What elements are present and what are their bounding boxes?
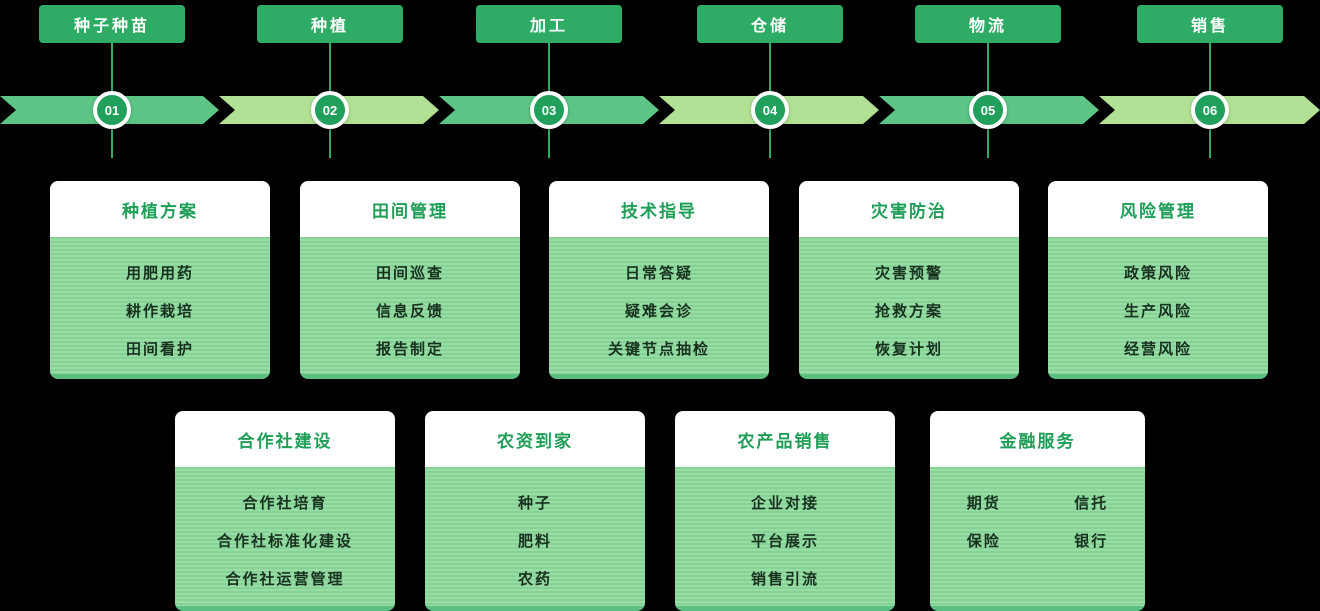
card-item: 保险 <box>966 532 1001 550</box>
card-item: 销售引流 <box>750 570 819 588</box>
station-06: 06 <box>1191 91 1229 129</box>
card-body: 企业对接 平台展示 销售引流 <box>675 467 895 611</box>
card-item: 田间巡查 <box>375 264 444 282</box>
card-title: 灾害防治 <box>799 181 1019 237</box>
card-item: 信托 <box>1074 494 1109 512</box>
stage-connector-top <box>987 43 989 96</box>
card-item: 日常答疑 <box>624 264 693 282</box>
station-03: 03 <box>530 91 568 129</box>
card-field-management: 田间管理 田间巡查 信息反馈 报告制定 <box>300 181 520 379</box>
card-title: 风险管理 <box>1048 181 1268 237</box>
card-disaster-prevention: 灾害防治 灾害预警 抢救方案 恢复计划 <box>799 181 1019 379</box>
stage-pill-storage: 仓储 <box>697 5 843 43</box>
card-body: 田间巡查 信息反馈 报告制定 <box>300 237 520 379</box>
card-item: 农药 <box>517 570 552 588</box>
card-item: 抢救方案 <box>874 302 943 320</box>
card-item: 生产风险 <box>1123 302 1192 320</box>
card-item: 肥料 <box>517 532 552 550</box>
card-item: 用肥用药 <box>125 264 194 282</box>
stage-connector-top <box>111 43 113 96</box>
card-item: 种子 <box>517 494 552 512</box>
station-05: 05 <box>969 91 1007 129</box>
stage-connector-bottom <box>111 129 113 158</box>
stage-pill-planting: 种植 <box>257 5 403 43</box>
card-item: 耕作栽培 <box>125 302 194 320</box>
card-title: 金融服务 <box>930 411 1145 467</box>
card-item: 经营风险 <box>1123 340 1192 358</box>
card-body: 灾害预警 抢救方案 恢复计划 <box>799 237 1019 379</box>
card-title: 种植方案 <box>50 181 270 237</box>
stage-connector-top <box>329 43 331 96</box>
stage-connector-bottom <box>548 129 550 158</box>
stage-connector-bottom <box>1209 129 1211 158</box>
card-body: 日常答疑 疑难会诊 关键节点抽检 <box>549 237 769 379</box>
card-item: 平台展示 <box>750 532 819 550</box>
station-04: 04 <box>751 91 789 129</box>
card-body: 政策风险 生产风险 经营风险 <box>1048 237 1268 379</box>
stage-connector-top <box>1209 43 1211 96</box>
card-item: 合作社标准化建设 <box>216 532 353 550</box>
card-item: 灾害预警 <box>874 264 943 282</box>
card-title: 技术指导 <box>549 181 769 237</box>
card-item: 合作社培育 <box>242 494 328 512</box>
card-title: 田间管理 <box>300 181 520 237</box>
card-item: 报告制定 <box>375 340 444 358</box>
card-planting-plan: 种植方案 用肥用药 耕作栽培 田间看护 <box>50 181 270 379</box>
card-item: 关键节点抽检 <box>607 340 710 358</box>
card-item: 田间看护 <box>125 340 194 358</box>
card-title: 合作社建设 <box>175 411 395 467</box>
stage-connector-top <box>769 43 771 96</box>
stage-connector-top <box>548 43 550 96</box>
card-item: 企业对接 <box>750 494 819 512</box>
card-body: 用肥用药 耕作栽培 田间看护 <box>50 237 270 379</box>
card-item: 信息反馈 <box>375 302 444 320</box>
card-item: 恢复计划 <box>874 340 943 358</box>
card-title: 农产品销售 <box>675 411 895 467</box>
stage-pill-seeds: 种子种苗 <box>39 5 185 43</box>
card-technical-guidance: 技术指导 日常答疑 疑难会诊 关键节点抽检 <box>549 181 769 379</box>
station-02: 02 <box>311 91 349 129</box>
card-risk-management: 风险管理 政策风险 生产风险 经营风险 <box>1048 181 1268 379</box>
stage-connector-bottom <box>769 129 771 158</box>
stage-connector-bottom <box>329 129 331 158</box>
stage-pill-logistics: 物流 <box>915 5 1061 43</box>
card-produce-sales: 农产品销售 企业对接 平台展示 销售引流 <box>675 411 895 611</box>
process-timeline <box>0 96 1320 124</box>
card-body: 合作社培育 合作社标准化建设 合作社运营管理 <box>175 467 395 611</box>
stage-connector-bottom <box>987 129 989 158</box>
card-body: 期货 信托 保险 银行 <box>930 467 1145 611</box>
card-financial-services: 金融服务 期货 信托 保险 银行 <box>930 411 1145 611</box>
card-item: 政策风险 <box>1123 264 1192 282</box>
card-item: 银行 <box>1074 532 1109 550</box>
stage-pill-sales: 销售 <box>1137 5 1283 43</box>
card-item: 期货 <box>966 494 1001 512</box>
card-item: 疑难会诊 <box>624 302 693 320</box>
card-title: 农资到家 <box>425 411 645 467</box>
card-farm-supplies: 农资到家 种子 肥料 农药 <box>425 411 645 611</box>
stage-pill-processing: 加工 <box>476 5 622 43</box>
card-body: 种子 肥料 农药 <box>425 467 645 611</box>
card-item: 合作社运营管理 <box>225 570 345 588</box>
station-01: 01 <box>93 91 131 129</box>
card-cooperative-building: 合作社建设 合作社培育 合作社标准化建设 合作社运营管理 <box>175 411 395 611</box>
